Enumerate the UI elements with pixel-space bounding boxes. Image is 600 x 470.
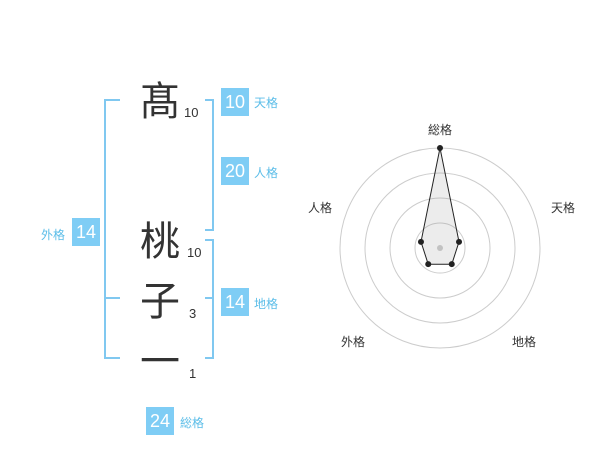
gaikaku-box: 14 [72, 218, 100, 246]
stroke-count-1: 10 [184, 105, 199, 120]
tenkaku-label: 天格 [254, 96, 279, 110]
radar-ring-2 [389, 197, 491, 299]
radar-point-1 [456, 238, 463, 245]
jinkaku-bracket [205, 99, 214, 231]
radar-axis-label-3: 外格 [341, 335, 366, 349]
stroke-count-4: 1 [189, 366, 197, 381]
radar-series-polygon [420, 147, 460, 265]
jinkaku-box: 20 [221, 157, 249, 185]
jinkaku-label: 人格 [254, 166, 279, 180]
soukaku-box: 24 [146, 407, 174, 435]
stroke-count-2: 10 [187, 245, 202, 260]
radar-center-dot [437, 245, 443, 251]
chikaku-label: 地格 [254, 297, 279, 311]
tenkaku-box: 10 [221, 88, 249, 116]
soukaku-label: 総格 [180, 416, 205, 430]
gaikaku-bracket [104, 99, 120, 359]
radar-axis-label-2: 地格 [512, 335, 537, 349]
radar-axis-label-4: 人格 [308, 201, 333, 215]
radar-point-0 [437, 145, 443, 151]
stroke-count-3: 3 [189, 306, 197, 321]
name-char-3: 子 [140, 279, 180, 325]
radar-point-4 [417, 238, 424, 245]
radar-point-3 [425, 261, 432, 268]
radar-ring-3 [364, 172, 516, 324]
name-char-2: 桃 [140, 219, 180, 265]
radar-point-2 [448, 261, 455, 268]
radar-axis-label-0: 総格 [428, 123, 453, 137]
radar-ring-1 [414, 222, 466, 274]
name-char-4: 一 [140, 339, 180, 385]
name-char-1: 髙 [140, 79, 180, 125]
chikaku-box: 14 [221, 288, 249, 316]
gaikaku-label: 外格 [41, 228, 66, 242]
radar-axis-label-1: 天格 [551, 201, 576, 215]
